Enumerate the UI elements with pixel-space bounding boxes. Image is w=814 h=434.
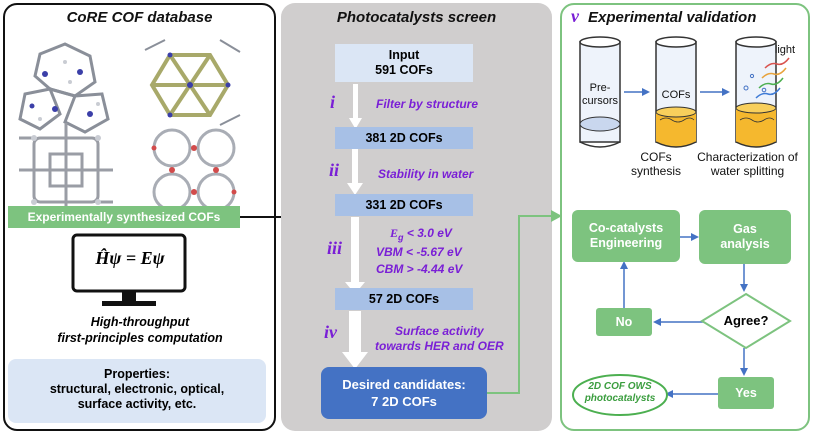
desired-candidates-box: Desired candidates: 7 2D COFs — [321, 367, 487, 419]
characterization-caption: Characterization of water splitting — [697, 150, 798, 178]
step-v-numeral: v — [571, 6, 579, 26]
tubes-illustration — [579, 36, 790, 148]
cofs-tube-label: COFs — [661, 89, 691, 101]
properties-text: structural, electronic, optical, surface… — [49, 382, 225, 411]
result-label: 2D COF OWS photocatalysts — [584, 381, 656, 404]
step-iv-numeral: iv — [324, 322, 337, 342]
computation-label: High-throughput first-principles computa… — [57, 315, 223, 345]
precursors-label: Pre- cursors — [581, 82, 619, 107]
criterion-eg-value: < 3.0 eV — [406, 226, 452, 240]
cof-structure-image-2 — [144, 39, 241, 126]
input-count: 591 COFs — [375, 63, 433, 77]
schrodinger-equation: Ĥψ = Eψ — [95, 248, 165, 268]
step-i-numeral: i — [330, 92, 336, 112]
agree-decision-diamond — [700, 292, 792, 350]
desired-candidates-count: 7 2D COFs — [371, 394, 437, 409]
box-57: 57 2D COFs — [335, 288, 473, 310]
step-iv-text: Surface activity towards HER and OER — [375, 324, 504, 353]
cocatalysts-engineering-box: Co-catalysts Engineering — [572, 210, 680, 262]
desired-candidates-label: Desired candidates: — [342, 377, 466, 392]
criterion-eg: Eg < 3.0 eV — [390, 226, 452, 243]
validation-panel — [560, 3, 810, 431]
monitor-icon — [71, 233, 187, 306]
cof-structure-image-1 — [18, 42, 110, 134]
agree-label: Agree? — [723, 313, 769, 328]
database-title: CoRE COF database — [66, 9, 213, 26]
criterion-cbm: CBM > -4.44 eV — [376, 262, 463, 276]
box-331: 331 2D COFs — [335, 194, 473, 216]
yes-box: Yes — [718, 377, 774, 409]
synthesized-cofs-label: Experimentally synthesized COFs — [8, 206, 240, 228]
step-ii-text: Stability in water — [378, 167, 474, 181]
cofs-synthesis-caption: COFs synthesis — [630, 150, 682, 178]
validation-title: Experimental validation — [588, 9, 757, 26]
input-label: Input — [388, 48, 420, 62]
gas-analysis-box: Gas analysis — [699, 210, 791, 264]
properties-box — [8, 359, 266, 423]
input-box: Input 591 COFs — [335, 44, 473, 82]
no-box: No — [596, 308, 652, 336]
box-381: 381 2D COFs — [335, 127, 473, 149]
light-label: light — [774, 44, 796, 56]
result-ellipse — [572, 374, 668, 416]
criterion-vbm: VBM < -5.67 eV — [376, 245, 462, 259]
step-i-text: Filter by structure — [376, 97, 479, 111]
step-iii-numeral: iii — [327, 238, 343, 258]
cof-structure-image-3 — [19, 123, 113, 217]
step-ii-numeral: ii — [329, 160, 340, 180]
properties-title: Properties: — [104, 367, 170, 381]
screen-title: Photocatalysts screen — [336, 9, 497, 26]
